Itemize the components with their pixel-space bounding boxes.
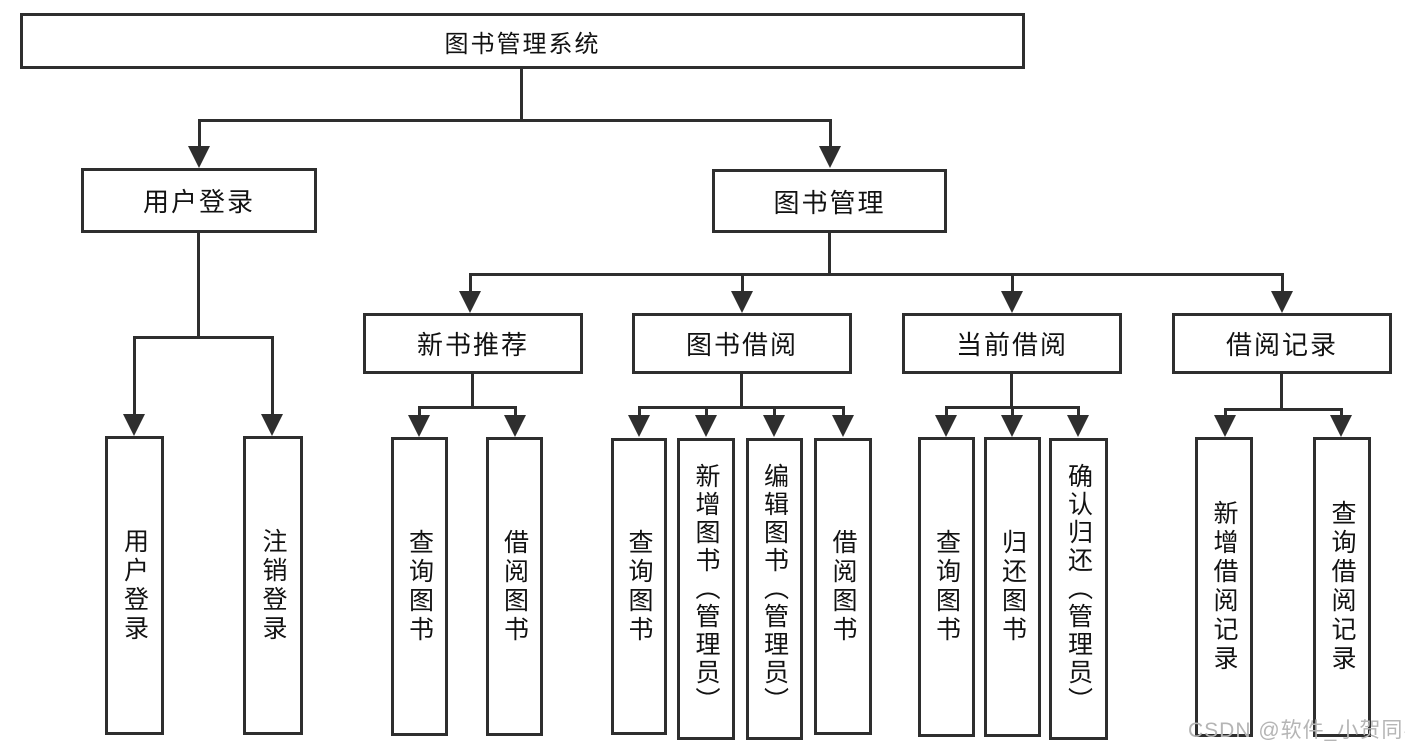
node-confirm-return-admin: 确认归还（管理员） bbox=[1049, 438, 1108, 740]
arrow-down-icon bbox=[504, 415, 526, 437]
node-user-login: 用户登录 bbox=[105, 436, 164, 735]
connector-rail bbox=[469, 273, 1283, 276]
connector-drop bbox=[842, 406, 845, 415]
node-recommend-query-book: 查询图书 bbox=[391, 437, 448, 736]
arrow-down-icon bbox=[123, 414, 145, 436]
arrow-down-icon bbox=[832, 415, 854, 437]
arrow-down-icon bbox=[459, 291, 481, 313]
connector-drop bbox=[1224, 408, 1227, 415]
arrow-down-icon bbox=[819, 146, 841, 168]
node-return-book: 归还图书 bbox=[984, 437, 1041, 737]
node-label: 查询图书 bbox=[932, 529, 961, 645]
arrow-down-icon bbox=[1330, 415, 1352, 437]
connector-rail bbox=[1224, 408, 1342, 411]
connector-drop bbox=[271, 336, 274, 416]
node-book-management-group: 图书管理 bbox=[712, 169, 947, 233]
node-label: 新书推荐 bbox=[416, 330, 529, 360]
connector-drop bbox=[741, 273, 744, 291]
node-borrow-book: 借阅图书 bbox=[814, 438, 872, 735]
node-borrow-query-book: 查询图书 bbox=[611, 438, 667, 735]
node-label: 确认归还（管理员） bbox=[1064, 463, 1093, 715]
node-new-book-recommend: 新书推荐 bbox=[363, 313, 583, 374]
node-label: 查询图书 bbox=[405, 528, 434, 645]
arrow-down-icon bbox=[935, 415, 957, 437]
node-edit-book-admin: 编辑图书（管理员） bbox=[746, 438, 803, 740]
arrow-down-icon bbox=[408, 415, 430, 437]
connector-stem bbox=[471, 374, 474, 406]
node-label: 借阅图书 bbox=[500, 528, 529, 645]
node-label: 用户登录 bbox=[120, 527, 149, 644]
connector-drop bbox=[469, 273, 472, 291]
connector-drop bbox=[1281, 273, 1284, 291]
connector-rail bbox=[133, 336, 274, 339]
node-library-management-system: 图书管理系统 bbox=[20, 13, 1025, 69]
connector-drop bbox=[1077, 406, 1080, 415]
connector-rail bbox=[418, 406, 517, 409]
arrow-down-icon bbox=[1271, 291, 1293, 313]
connector-drop bbox=[705, 406, 708, 415]
connector-stem bbox=[197, 233, 200, 336]
arrow-down-icon bbox=[1067, 415, 1089, 437]
connector-drop bbox=[773, 406, 776, 415]
node-label: 用户登录 bbox=[142, 187, 255, 217]
node-user-login-group: 用户登录 bbox=[81, 168, 317, 233]
node-recommend-borrow-book: 借阅图书 bbox=[486, 437, 543, 736]
arrow-down-icon bbox=[1214, 415, 1236, 437]
node-label: 图书管理 bbox=[773, 187, 886, 218]
node-book-borrow: 图书借阅 bbox=[632, 313, 852, 374]
arrow-down-icon bbox=[1001, 291, 1023, 313]
arrow-down-icon bbox=[1001, 415, 1023, 437]
node-add-borrow-record: 新增借阅记录 bbox=[1195, 437, 1253, 737]
connector-drop bbox=[514, 406, 517, 415]
node-query-borrow-record: 查询借阅记录 bbox=[1313, 437, 1371, 737]
connector-stem bbox=[520, 69, 523, 119]
connector-drop bbox=[1011, 406, 1014, 415]
node-label: 编辑图书（管理员） bbox=[760, 463, 789, 715]
connector-stem bbox=[740, 374, 743, 406]
connector-drop bbox=[829, 119, 832, 146]
node-current-borrow: 当前借阅 bbox=[902, 313, 1122, 374]
arrow-down-icon bbox=[763, 415, 785, 437]
node-label: 注销登录 bbox=[259, 527, 287, 644]
connector-rail bbox=[198, 119, 832, 122]
connector-stem bbox=[828, 233, 831, 273]
node-label: 图书借阅 bbox=[685, 330, 798, 360]
node-label: 借阅记录 bbox=[1225, 330, 1338, 360]
node-label: 当前借阅 bbox=[955, 330, 1068, 360]
node-label: 归还图书 bbox=[998, 529, 1027, 645]
connector-stem bbox=[1280, 374, 1283, 408]
connector-drop bbox=[638, 406, 641, 415]
connector-drop bbox=[418, 406, 421, 415]
node-label: 借阅图书 bbox=[829, 528, 857, 645]
connector-drop bbox=[1011, 273, 1014, 291]
csdn-watermark: CSDN @软件_小贺同学 bbox=[1188, 719, 1405, 742]
connector-drop bbox=[133, 336, 136, 416]
node-label: 新增图书（管理员） bbox=[692, 463, 720, 715]
arrow-down-icon bbox=[628, 415, 650, 437]
node-logout: 注销登录 bbox=[243, 436, 303, 735]
node-borrow-records: 借阅记录 bbox=[1172, 313, 1392, 374]
node-label: 图书管理系统 bbox=[444, 30, 601, 58]
connector-drop bbox=[1340, 408, 1343, 415]
arrow-down-icon bbox=[731, 291, 753, 313]
node-current-query-book: 查询图书 bbox=[918, 437, 975, 737]
node-add-book-admin: 新增图书（管理员） bbox=[677, 438, 735, 740]
arrow-down-icon bbox=[695, 415, 717, 437]
connector-rail bbox=[638, 406, 844, 409]
connector-drop bbox=[945, 406, 948, 415]
connector-drop bbox=[198, 119, 201, 146]
arrow-down-icon bbox=[261, 414, 283, 436]
node-label: 查询图书 bbox=[625, 528, 653, 645]
connector-stem bbox=[1010, 374, 1013, 406]
node-label: 查询借阅记录 bbox=[1328, 500, 1356, 674]
arrow-down-icon bbox=[188, 146, 210, 168]
node-label: 新增借阅记录 bbox=[1210, 500, 1238, 674]
